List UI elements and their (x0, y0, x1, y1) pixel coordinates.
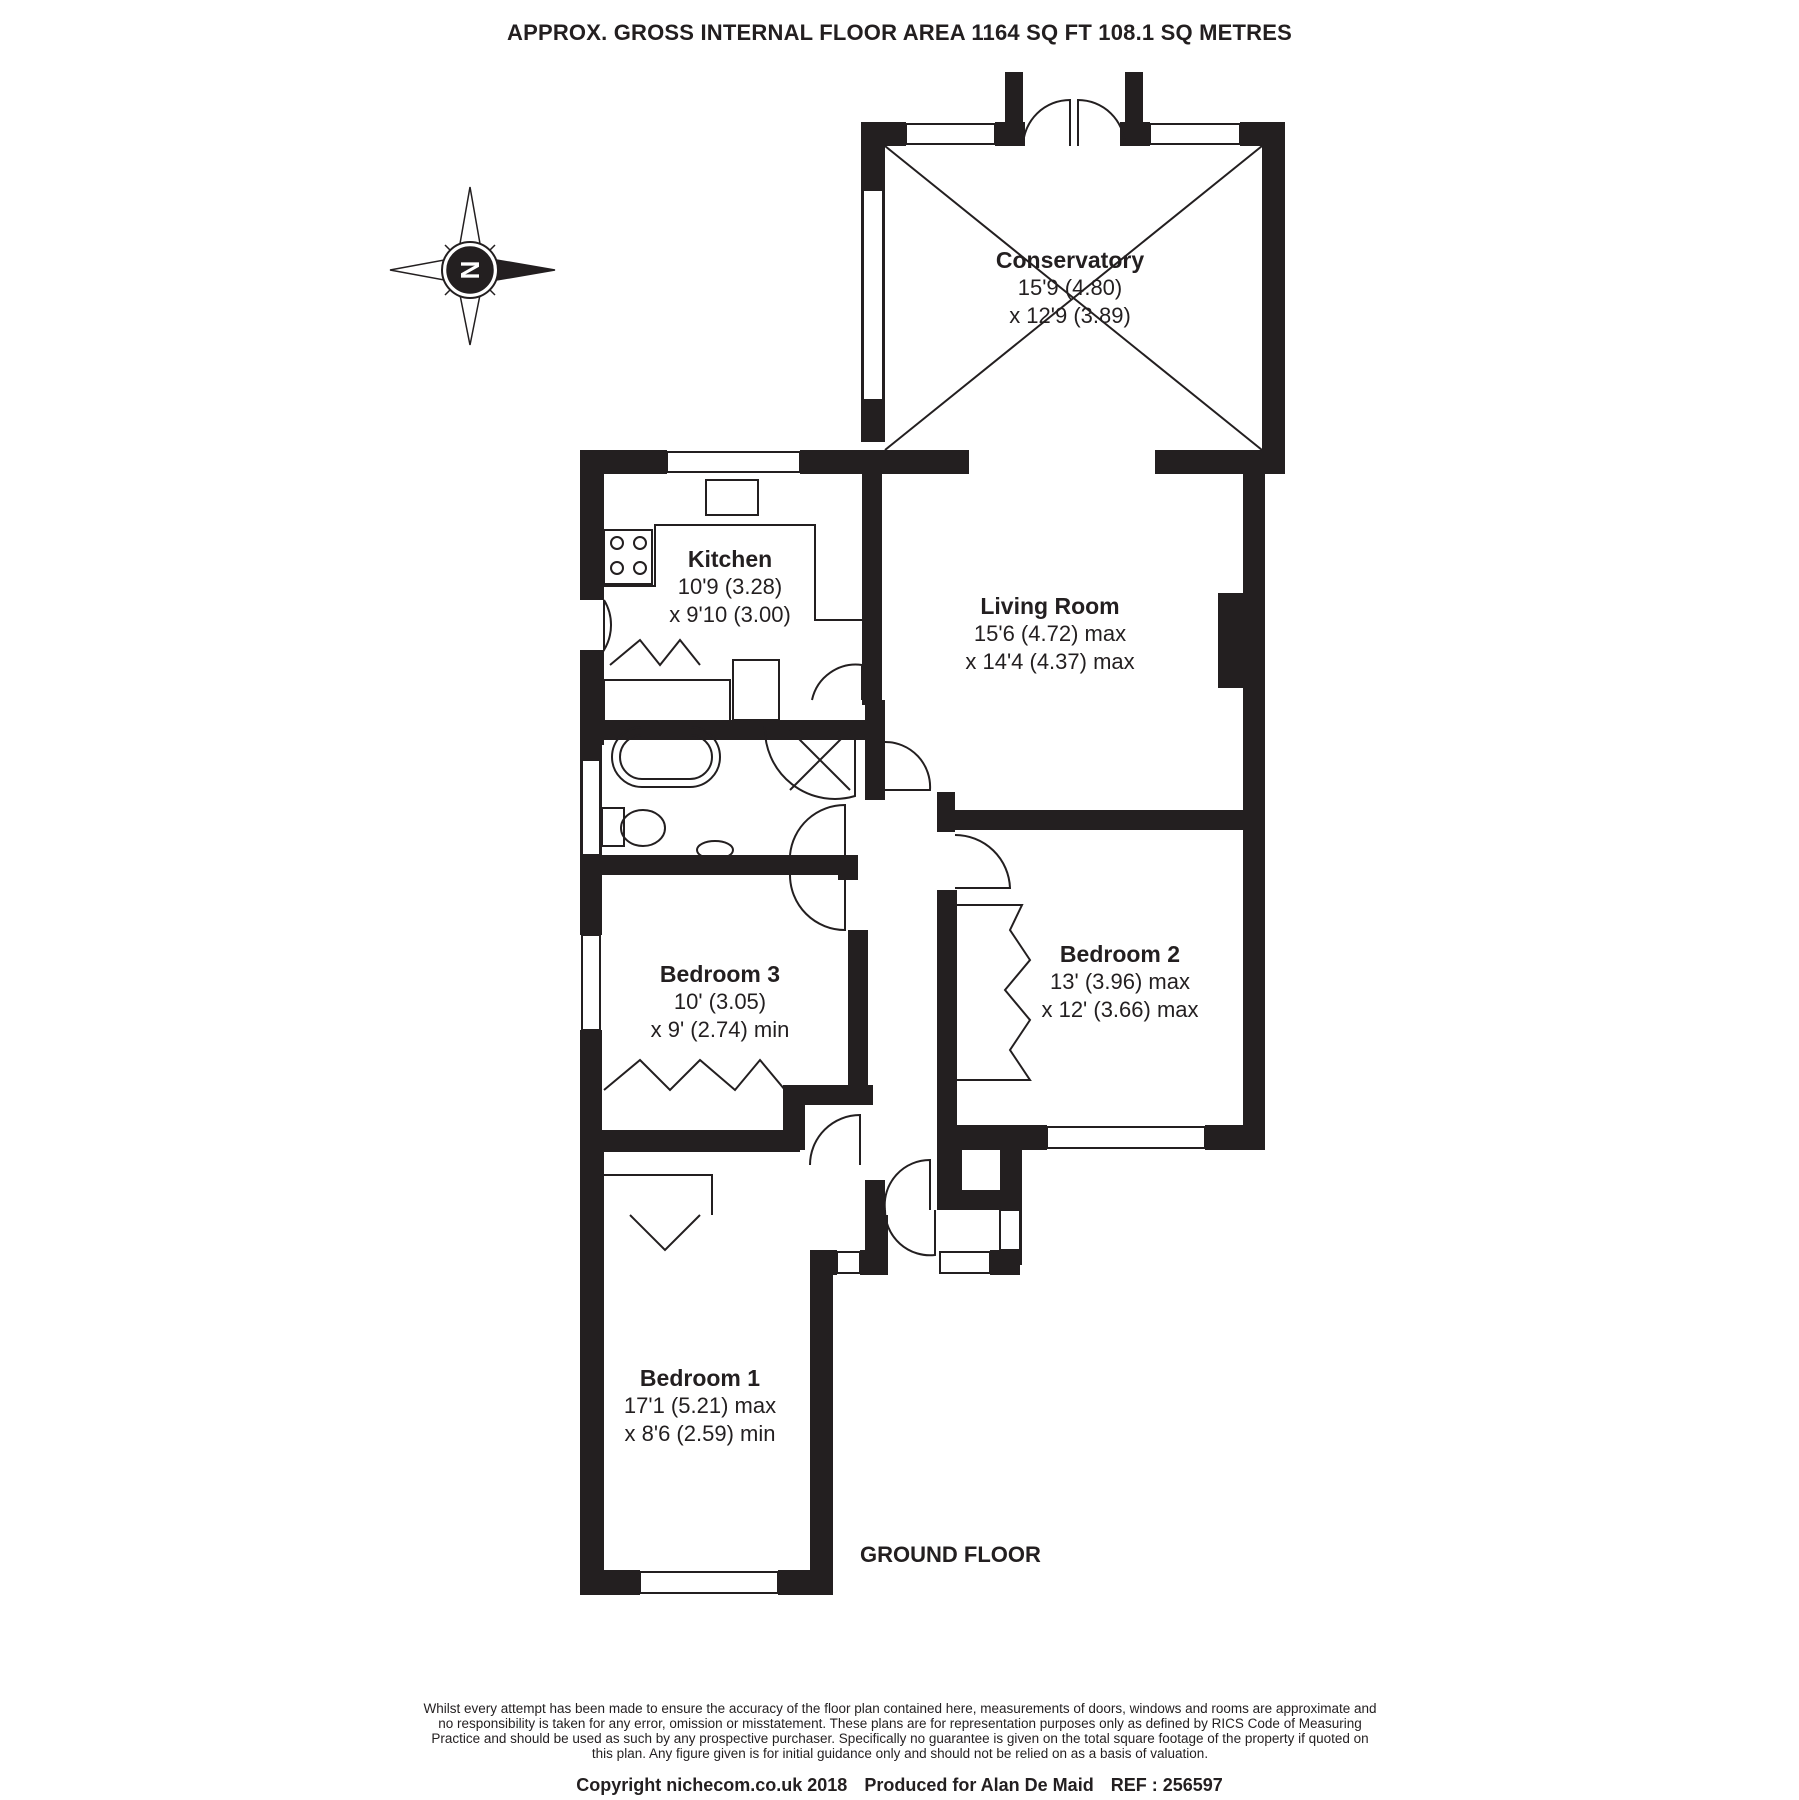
floor-label: GROUND FLOOR (860, 1542, 1041, 1567)
disclaimer-text: Whilst every attempt has been made to en… (423, 1701, 1377, 1761)
footer: Copyright nichecom.co.uk 2018 Produced f… (0, 1775, 1799, 1796)
room-dimension: x 8'6 (2.59) min (624, 1421, 776, 1446)
room-dimension: 15'6 (4.72) max (973, 621, 1127, 646)
room-label-bedroom-3: Bedroom 3 10' (3.05) x 9' (2.74) min (630, 960, 810, 1044)
room-dimension: 15'9 (4.80) (1017, 275, 1123, 300)
room-dimension: 13' (3.96) max (1050, 969, 1190, 994)
room-label-kitchen: Kitchen 10'9 (3.28) x 9'10 (3.00) (660, 545, 800, 629)
floor-area-title: APPROX. GROSS INTERNAL FLOOR AREA 1164 S… (506, 20, 1293, 45)
room-name: Kitchen (687, 546, 773, 572)
windows (581, 123, 1241, 1594)
room-dimension: x 9'10 (3.00) (669, 602, 791, 627)
room-name: Living Room (980, 593, 1120, 619)
room-label-bedroom-1: Bedroom 1 17'1 (5.21) max x 8'6 (2.59) m… (610, 1364, 790, 1448)
compass-north-letter: N (455, 261, 485, 280)
compass-icon (389, 186, 556, 346)
room-name: Conservatory (995, 247, 1145, 273)
fixtures (601, 98, 1263, 1257)
reference-text: REF : 256597 (1110, 1775, 1223, 1795)
room-name: Bedroom 1 (639, 1365, 761, 1391)
room-dimension: 10'9 (3.28) (677, 574, 783, 599)
room-label-living-room: Living Room 15'6 (4.72) max x 14'4 (4.37… (950, 592, 1150, 676)
room-name: Bedroom 3 (659, 961, 781, 987)
room-name: Bedroom 2 (1059, 941, 1181, 967)
room-dimension: x 14'4 (4.37) max (965, 649, 1135, 674)
room-dimension: x 9' (2.74) min (650, 1017, 790, 1042)
room-dimension: 10' (3.05) (673, 989, 767, 1014)
copyright-text: Copyright nichecom.co.uk 2018 (576, 1775, 848, 1795)
room-dimension: 17'1 (5.21) max (623, 1393, 777, 1418)
room-label-conservatory: Conservatory 15'9 (4.80) x 12'9 (3.89) (980, 246, 1160, 330)
room-dimension: x 12'9 (3.89) (1009, 303, 1131, 328)
room-label-bedroom-2: Bedroom 2 13' (3.96) max x 12' (3.66) ma… (1030, 940, 1210, 1024)
room-dimension: x 12' (3.66) max (1041, 997, 1199, 1022)
produced-for-text: Produced for Alan De Maid (864, 1775, 1094, 1795)
